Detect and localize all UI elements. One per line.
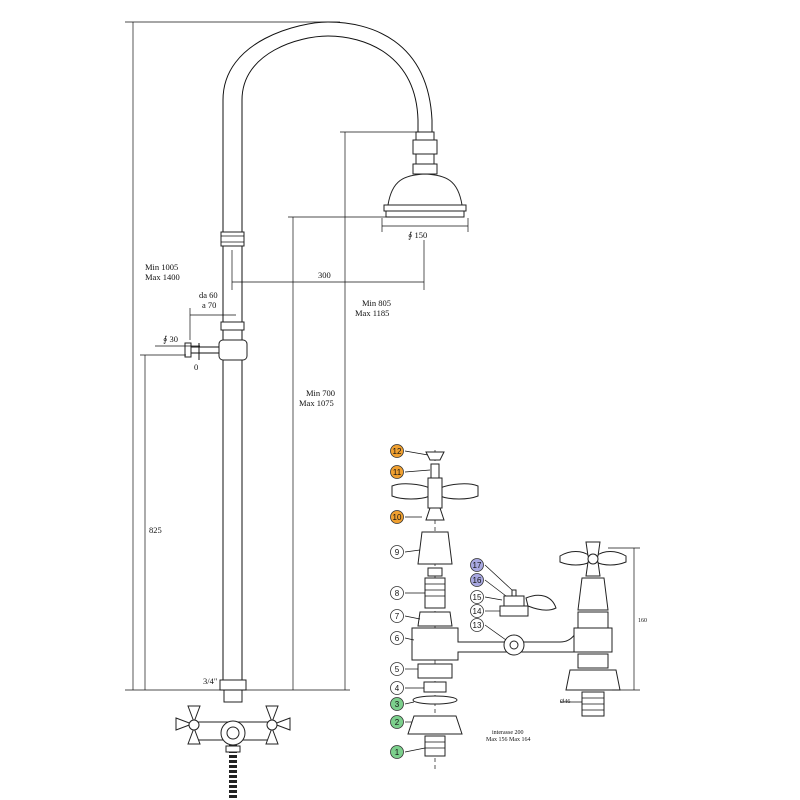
- interaxis-line1: interasse 200: [492, 730, 524, 736]
- overall-height-min: Min 1005: [145, 262, 178, 272]
- callout-circle: [390, 510, 404, 524]
- callout-3: 3: [390, 697, 404, 711]
- exploded-view: [391, 450, 583, 770]
- part-callouts: 12 11 10 9 8 7 6 5 4 3 2 1 17 16 15 14 13: [390, 444, 484, 759]
- dimension-lines: [125, 21, 469, 691]
- callout-number: 6: [395, 634, 400, 643]
- callout-number: 8: [395, 589, 400, 598]
- callout-11: 11: [390, 465, 404, 479]
- callout-circle: [390, 465, 404, 479]
- callout-number: 16: [473, 576, 482, 585]
- callout-6: 6: [390, 631, 404, 645]
- right-cross-handle-icon: [265, 705, 291, 745]
- head-height-max: Max 1185: [355, 308, 389, 318]
- callout-circle: [470, 558, 484, 572]
- dimension-labels: Min 1005 Max 1400 300 ∮ 150 Min 805 Max …: [145, 230, 427, 686]
- callout-14: 14: [470, 604, 484, 618]
- left-cross-handle-icon: [175, 705, 201, 745]
- callout-circle: [390, 662, 404, 676]
- callout-number: 2: [395, 718, 400, 727]
- callout-9: 9: [390, 545, 404, 559]
- callout-number: 5: [395, 665, 400, 674]
- callout-number: 3: [395, 700, 400, 709]
- callout-number: 11: [393, 468, 402, 477]
- callout-15: 15: [470, 590, 484, 604]
- callout-2: 2: [390, 715, 404, 729]
- callout-number: 17: [473, 561, 482, 570]
- wall-offset-to: a 70: [202, 300, 216, 310]
- callout-number: 13: [473, 621, 482, 630]
- face-height-max: Max 1075: [299, 398, 334, 408]
- callout-number: 10: [393, 513, 402, 522]
- callout-16: 16: [470, 573, 484, 587]
- shower-column: [175, 21, 467, 800]
- arm-reach-label: 300: [318, 270, 331, 280]
- callout-13: 13: [470, 618, 484, 632]
- callout-circle: [390, 631, 404, 645]
- wall-offset-from: da 60: [199, 290, 218, 300]
- right-height-label: 160: [638, 618, 647, 624]
- callout-number: 7: [395, 612, 400, 621]
- callout-circle: [390, 444, 404, 458]
- callout-circle: [390, 715, 404, 729]
- callout-circle: [470, 618, 484, 632]
- callout-number: 1: [395, 748, 400, 757]
- right-dimension-labels: interasse 200 Max 156 Max 164 160 Ø46: [486, 618, 647, 743]
- callout-number: 9: [395, 548, 400, 557]
- callout-circle: [390, 586, 404, 600]
- callout-circle: [470, 573, 484, 587]
- callout-circle: [390, 697, 404, 711]
- bracket-diameter-label: ∮ 30: [163, 334, 178, 344]
- callout-circle: [390, 609, 404, 623]
- head-height-min: Min 805: [362, 298, 391, 308]
- inlet-thread-label: 3/4": [203, 676, 217, 686]
- bracket-height-label: 825: [149, 525, 162, 535]
- overall-height-max: Max 1400: [145, 272, 180, 282]
- assembled-tap: [559, 541, 640, 717]
- head-diameter-label: ∮ 150: [408, 230, 427, 240]
- callout-4: 4: [390, 681, 404, 695]
- callout-5: 5: [390, 662, 404, 676]
- callout-circle: [390, 681, 404, 695]
- callout-17: 17: [470, 558, 484, 572]
- callout-8: 8: [390, 586, 404, 600]
- callout-circle: [390, 745, 404, 759]
- bracket-label: 0: [194, 362, 198, 372]
- callout-number: 4: [395, 684, 400, 693]
- callout-number: 12: [393, 447, 402, 456]
- callout-number: 14: [473, 607, 482, 616]
- face-height-min: Min 700: [306, 388, 335, 398]
- interaxis-line2: Max 156 Max 164: [486, 737, 531, 743]
- callout-number: 15: [473, 593, 482, 602]
- base-diameter-label: Ø46: [560, 699, 570, 705]
- callout-1: 1: [390, 745, 404, 759]
- callout-7: 7: [390, 609, 404, 623]
- callout-10: 10: [390, 510, 404, 524]
- callout-12: 12: [390, 444, 404, 458]
- callout-circle: [470, 590, 484, 604]
- callout-circle: [390, 545, 404, 559]
- callout-circle: [470, 604, 484, 618]
